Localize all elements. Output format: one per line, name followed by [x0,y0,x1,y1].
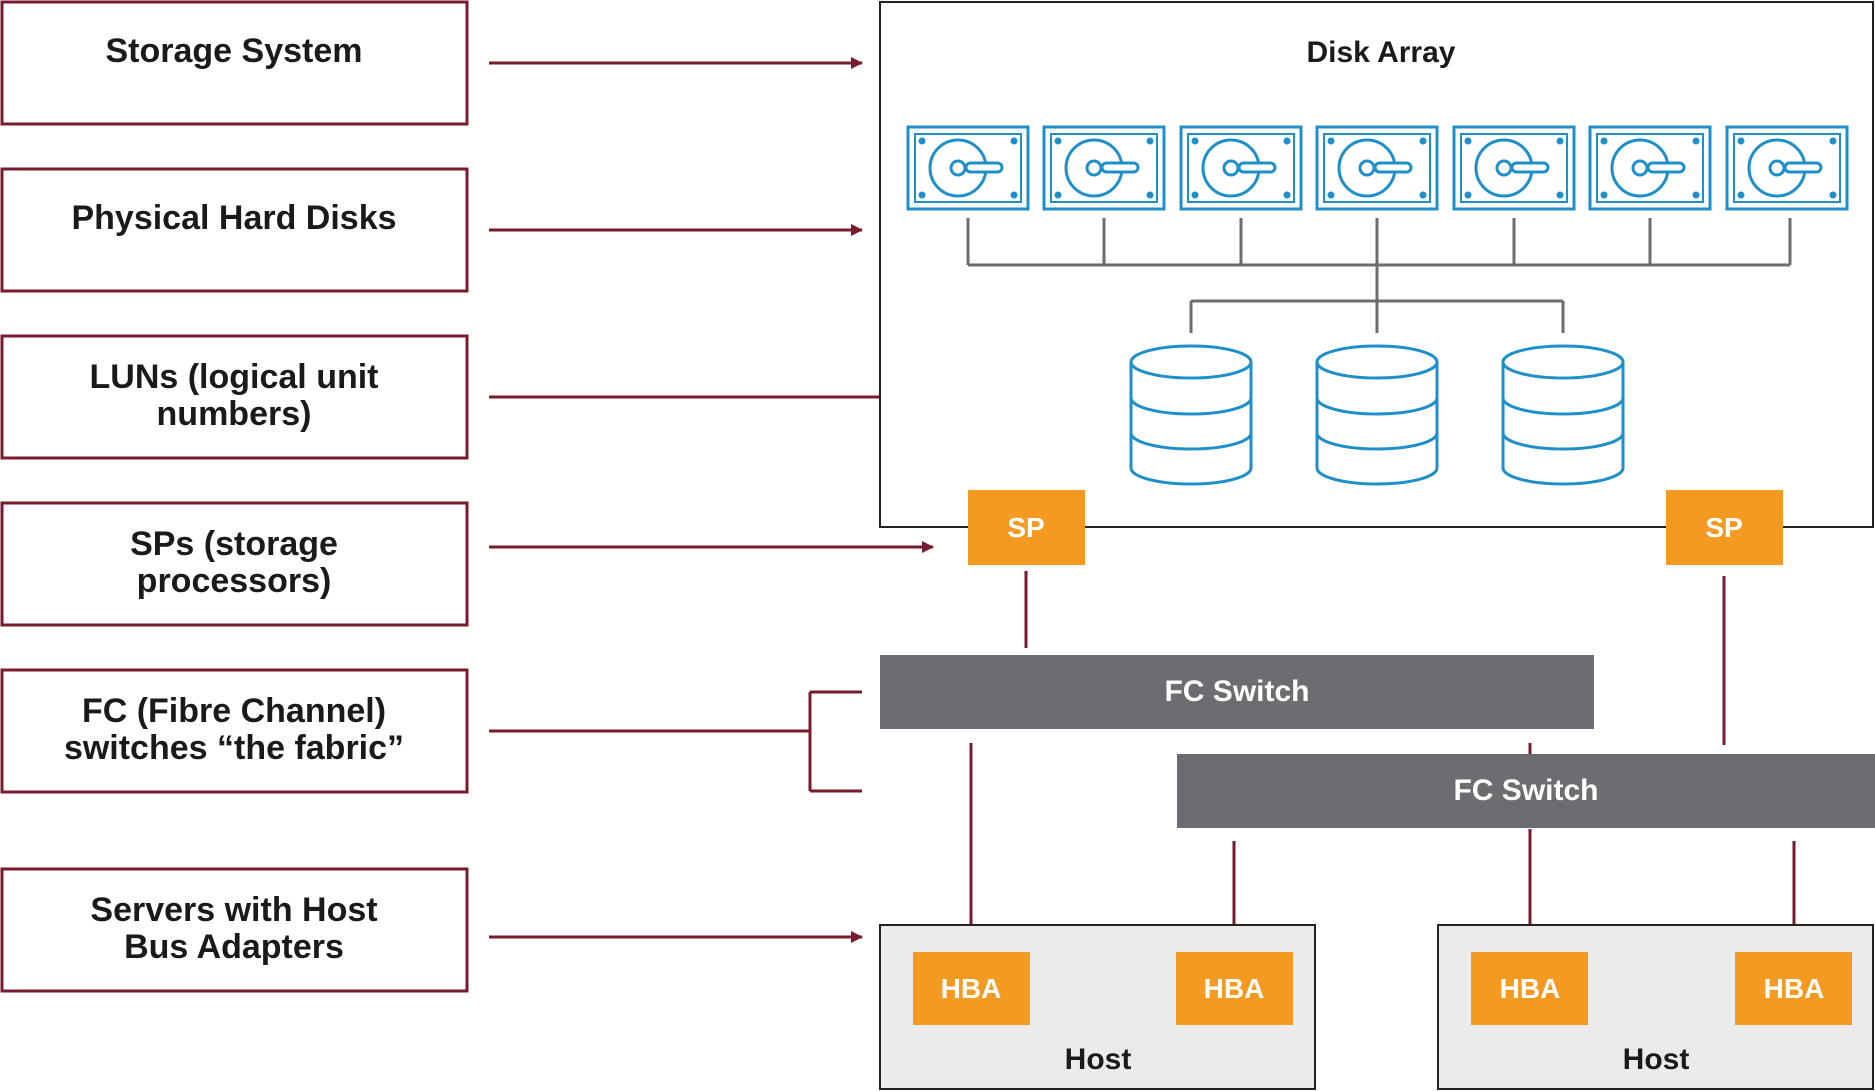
host-2: HBA HBA Host [1437,924,1874,1090]
label-luns: LUNs (logical unit numbers) [0,334,469,460]
bracket-fc-switches [489,690,862,793]
storage-processor-1: SP [968,490,1085,565]
storage-processor-2: SP [1666,490,1783,565]
label-sps-line-1: SPs (storage [130,525,338,563]
label-servers-line-1: Servers with Host [90,891,377,929]
hard-disk-icon [1315,125,1439,211]
label-servers-line-2: Bus Adapters [124,928,344,966]
label-servers: Servers with Host Bus Adapters [0,867,469,993]
fabric-lines [969,571,1796,937]
disk-array-title: Disk Array [1307,36,1456,69]
hard-disk-icon [1588,125,1712,211]
sp-label: SP [1705,512,1742,543]
hard-disks [906,125,1849,211]
sp-label: SP [1007,512,1044,543]
hba-label: HBA [1764,973,1825,1004]
label-luns-line-1: LUNs (logical unit [90,358,379,396]
host-label: Host [1623,1043,1690,1076]
disk-connector-lines [966,218,1792,333]
lun-database-icon [1501,344,1625,486]
hba-label: HBA [1204,973,1265,1004]
hard-disk-icon [1042,125,1166,211]
fc-switch-label: FC Switch [1453,774,1598,807]
hard-disk-icon [906,125,1030,211]
host-1: HBA HBA Host [879,924,1316,1090]
luns [1129,344,1625,486]
label-fc-switches: FC (Fibre Channel) switches “the fabric” [0,668,469,794]
hba-card [1735,952,1852,1025]
lun-database-icon [1129,344,1253,486]
fc-switch-2: FC Switch [1177,754,1875,828]
hba-label: HBA [1500,973,1561,1004]
label-physical-hard-disks-line-1: Physical Hard Disks [71,199,396,237]
label-sps-line-2: processors) [137,562,332,600]
hba-card [913,952,1030,1025]
host-label: Host [1065,1043,1132,1076]
hard-disk-icon [1725,125,1849,211]
label-fc-line-2: switches “the fabric” [64,729,404,767]
label-storage-system-line-1: Storage System [106,32,363,70]
label-sps: SPs (storage processors) [0,501,469,627]
fc-switch-label: FC Switch [1164,675,1309,708]
label-luns-line-2: numbers) [157,395,312,433]
lun-database-icon [1315,344,1439,486]
label-storage-system: Storage System [0,0,469,126]
hard-disk-icon [1179,125,1303,211]
hba-card [1471,952,1588,1025]
label-physical-hard-disks: Physical Hard Disks [0,167,469,293]
label-fc-line-1: FC (Fibre Channel) [82,692,386,730]
hard-disk-icon [1452,125,1576,211]
fc-switch-1: FC Switch [880,655,1594,729]
hba-card [1176,952,1293,1025]
hba-label: HBA [941,973,1002,1004]
